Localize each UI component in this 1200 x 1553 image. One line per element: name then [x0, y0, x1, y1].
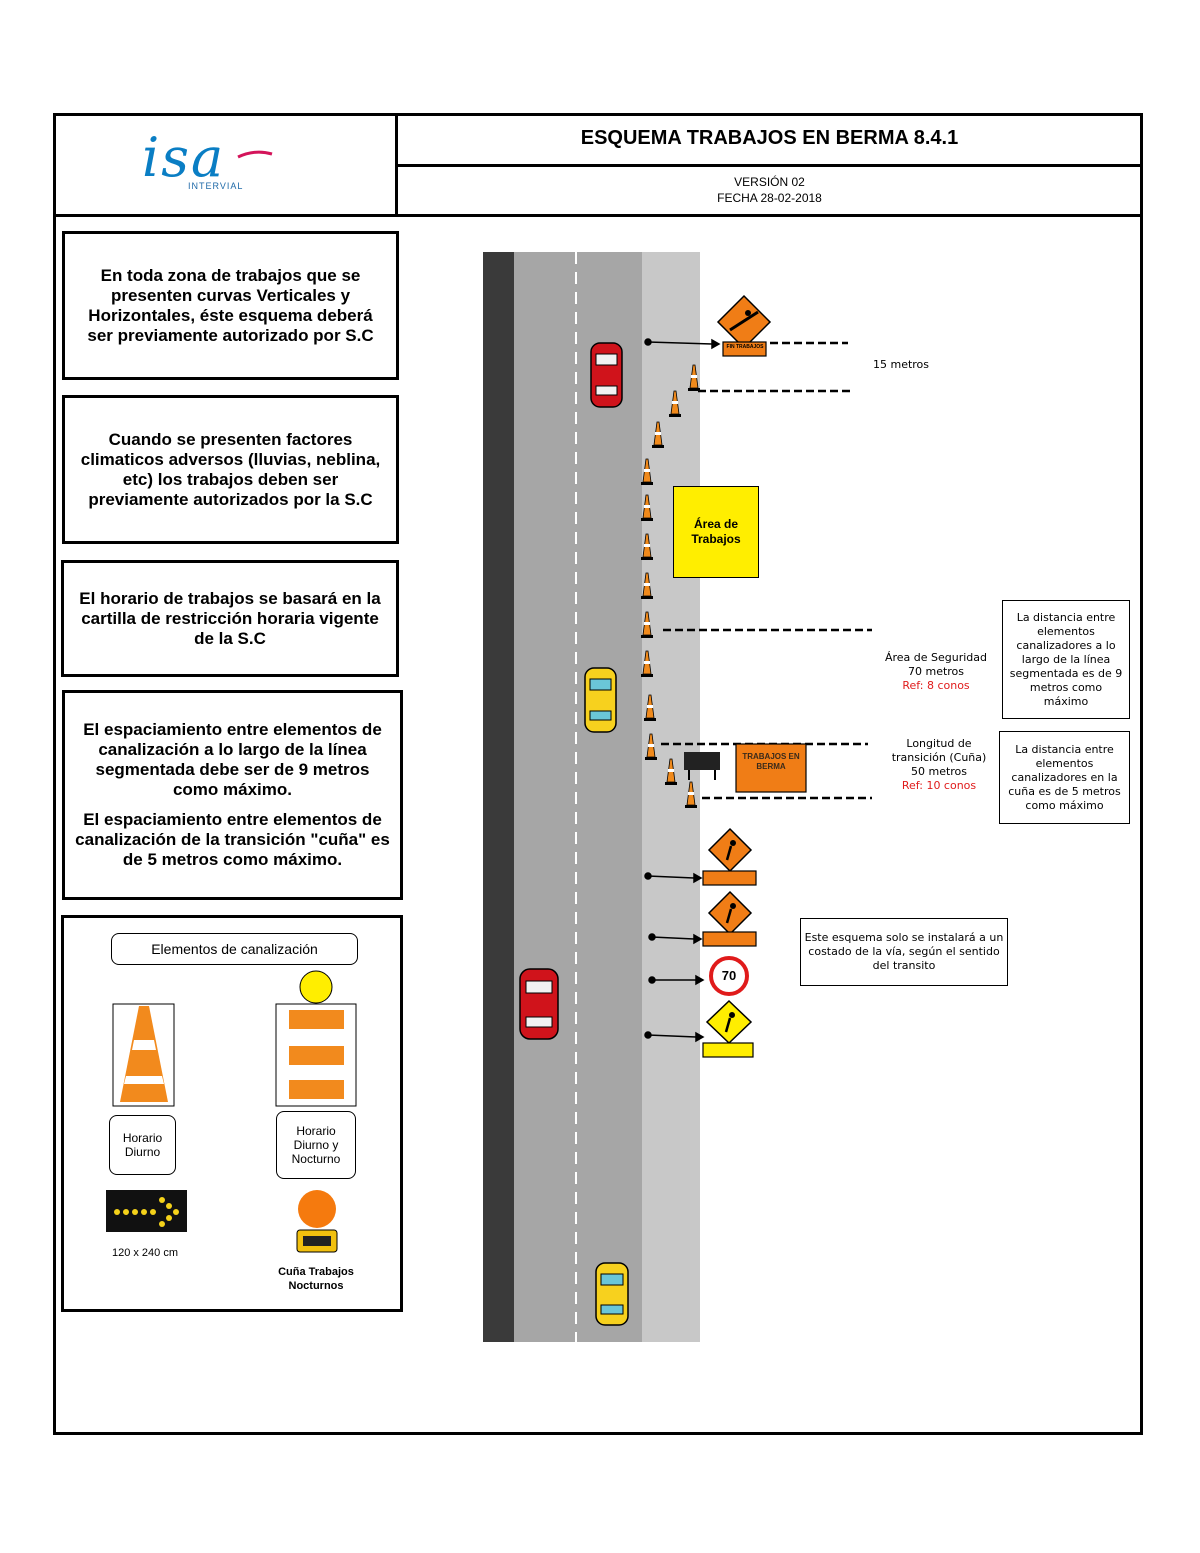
traffic-cone-1 [688, 364, 700, 391]
men-at-work-sign-3 [702, 999, 754, 1058]
works-on-shoulder-sign-text: TRABAJOS EN BERMA [742, 752, 800, 771]
men-at-work-sign-2 [702, 890, 757, 947]
end-works-sign-text: FIN TRABAJOS [726, 344, 764, 350]
transition-distance: 50 metros [910, 765, 968, 778]
traffic-cone-4 [641, 458, 653, 485]
note-spacing-wedge: El espaciamiento entre elementos de cana… [75, 810, 390, 869]
company-logo: isa [142, 126, 226, 189]
traffic-cone-12 [665, 758, 677, 785]
traffic-cone-2 [669, 390, 681, 417]
barrel-label: Horario Diurno y Nocturno [276, 1111, 356, 1179]
sign-arrows [644, 338, 721, 1043]
elements-title: Elementos de canalización [111, 933, 358, 965]
transition-label: Longitud de transición (Cuña) [891, 737, 987, 764]
traffic-cone-11 [645, 733, 657, 760]
safety-area-label: Área de Seguridad [884, 651, 988, 664]
traffic-cone-13 [685, 781, 697, 808]
cone-line [641, 364, 700, 808]
arrow-board-label: 120 x 240 cm [111, 1247, 179, 1259]
wedge-spacing-box: La distancia entre elementos canalizador… [999, 731, 1130, 824]
safety-area-distance: 70 metros [907, 665, 965, 678]
traffic-cone-3 [652, 421, 664, 448]
yellow-car-bottom [595, 1262, 629, 1326]
transition-annotation: Longitud de transición (Cuña) 50 metros … [878, 737, 1000, 793]
line-spacing-box: La distancia entre elementos canalizador… [1002, 600, 1130, 719]
drum-barrel-icon [275, 970, 357, 1107]
note-weather-text: Cuando se presenten factores climaticos … [80, 429, 381, 509]
speed-limit-sign [709, 956, 749, 996]
note-spacing-line: El espaciamiento entre elementos de cana… [83, 720, 382, 799]
date-label: FECHA 28-02-2018 [717, 190, 822, 205]
men-at-work-sign-1 [702, 827, 757, 886]
traffic-cone-10 [644, 694, 656, 721]
note-weather: Cuando se presenten factores climaticos … [62, 395, 399, 544]
traffic-cone-7 [641, 572, 653, 599]
version-label: VERSIÓN 02 [734, 174, 805, 189]
one-side-note-box: Este esquema solo se instalará a un cost… [800, 918, 1008, 986]
end-works-sign [716, 294, 772, 357]
warning-lamp-icon [296, 1190, 338, 1253]
lamp-label: Cuña Trabajos Nocturnos [278, 1266, 354, 1292]
traffic-cone-8 [641, 611, 653, 638]
traffic-cone-9 [641, 650, 653, 677]
page-frame [53, 113, 1143, 1435]
traffic-cone-5 [641, 494, 653, 521]
traffic-cone-6 [641, 533, 653, 560]
page-title: ESQUEMA TRABAJOS EN BERMA 8.4.1 [396, 113, 1143, 167]
note-spacing: El espaciamiento entre elementos de cana… [62, 690, 403, 900]
version-block: VERSIÓN 02 FECHA 28-02-2018 [396, 165, 1143, 217]
safety-area-annotation: Área de Seguridad 70 metros Ref: 8 conos [876, 651, 996, 693]
transition-ref: Ref: 10 conos [901, 779, 977, 792]
works-on-shoulder-sign [735, 743, 807, 793]
traffic-cone-icon [112, 1003, 175, 1107]
distance-15-label: 15 metros [872, 358, 930, 371]
road-edge [483, 252, 514, 1342]
note-curves-text: En toda zona de trabajos que se presente… [87, 265, 374, 345]
cone-label: Horario Diurno [109, 1115, 176, 1175]
work-area: Área de Trabajos [673, 486, 759, 578]
safety-area-ref: Ref: 8 conos [902, 679, 970, 692]
channelization-elements-box [61, 915, 403, 1312]
traffic-lanes [514, 252, 642, 1342]
note-schedule-text: El horario de trabajos se basará en la c… [79, 588, 381, 648]
yellow-car-middle [584, 667, 617, 733]
speed-limit-value: 70 [721, 968, 737, 983]
arrow-board-icon [106, 1190, 187, 1232]
note-curves: En toda zona de trabajos que se presente… [62, 231, 399, 380]
logo-subtext: INTERVIAL [188, 181, 244, 191]
arrow-board-small [684, 752, 720, 780]
red-car-top [590, 342, 623, 408]
red-car-bottom [519, 968, 559, 1040]
note-schedule: El horario de trabajos se basará en la c… [61, 560, 399, 677]
